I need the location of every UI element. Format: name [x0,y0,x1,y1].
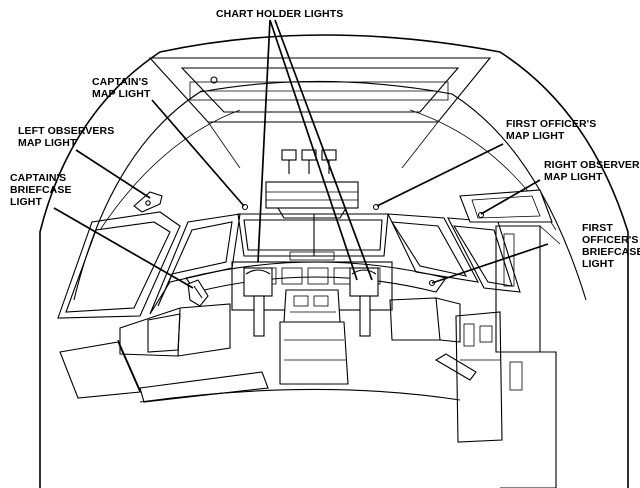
captain-side-console [59,303,269,403]
label-captains-map-light: CAPTAIN'S MAP LIGHT [92,76,151,100]
leader-captains-briefcase-light [53,207,194,289]
label-chart-holder-lights: CHART HOLDER LIGHTS [216,8,344,20]
leader-right-observers-map-light [480,179,541,215]
first-officer-control-column [349,267,379,337]
right-aft-panel [495,225,561,488]
fuselage-outline [39,34,629,488]
label-captains-briefcase-light: CAPTAIN'S BRIEFCASE LIGHT [10,172,72,208]
captain-control-column [243,267,273,337]
leader-lines [53,19,549,289]
leader-left-observers-map-light [75,149,151,199]
left-observers-map-light-fixture [133,191,163,213]
ceiling-inner-curve [73,80,587,301]
leader-captains-map-light [151,99,245,207]
chart-holder-light-assemblies [265,149,359,219]
overhead-panel [148,57,492,169]
captains-map-light-fixture [241,203,249,211]
center-pedestal [279,289,349,385]
label-left-observers-map-light: LEFT OBSERVERS MAP LIGHT [18,125,115,149]
right-observers-map-light-fixture [459,189,553,223]
label-first-officers-map-light: FIRST OFFICER'S MAP LIGHT [506,118,597,142]
label-right-observers-map-light: RIGHT OBSERVERS MAP LIGHT [544,159,640,183]
leader-first-officers-briefcase-light [431,243,549,284]
first-officer-side-console [389,297,503,443]
leader-chart-holder-right [274,19,373,281]
captains-briefcase-light-fixture [187,279,209,307]
first-officers-map-light-fixture [372,203,380,211]
leader-first-officers-map-light [376,143,504,207]
floor-line [139,388,461,403]
windshield [57,211,521,319]
leader-chart-holder-left [257,19,271,263]
leader-chart-holder-center [269,19,358,281]
ceiling-rib-left [99,109,241,231]
label-first-officers-briefcase-light: FIRST OFFICER'S BRIEFCASE LIGHT [582,222,640,270]
